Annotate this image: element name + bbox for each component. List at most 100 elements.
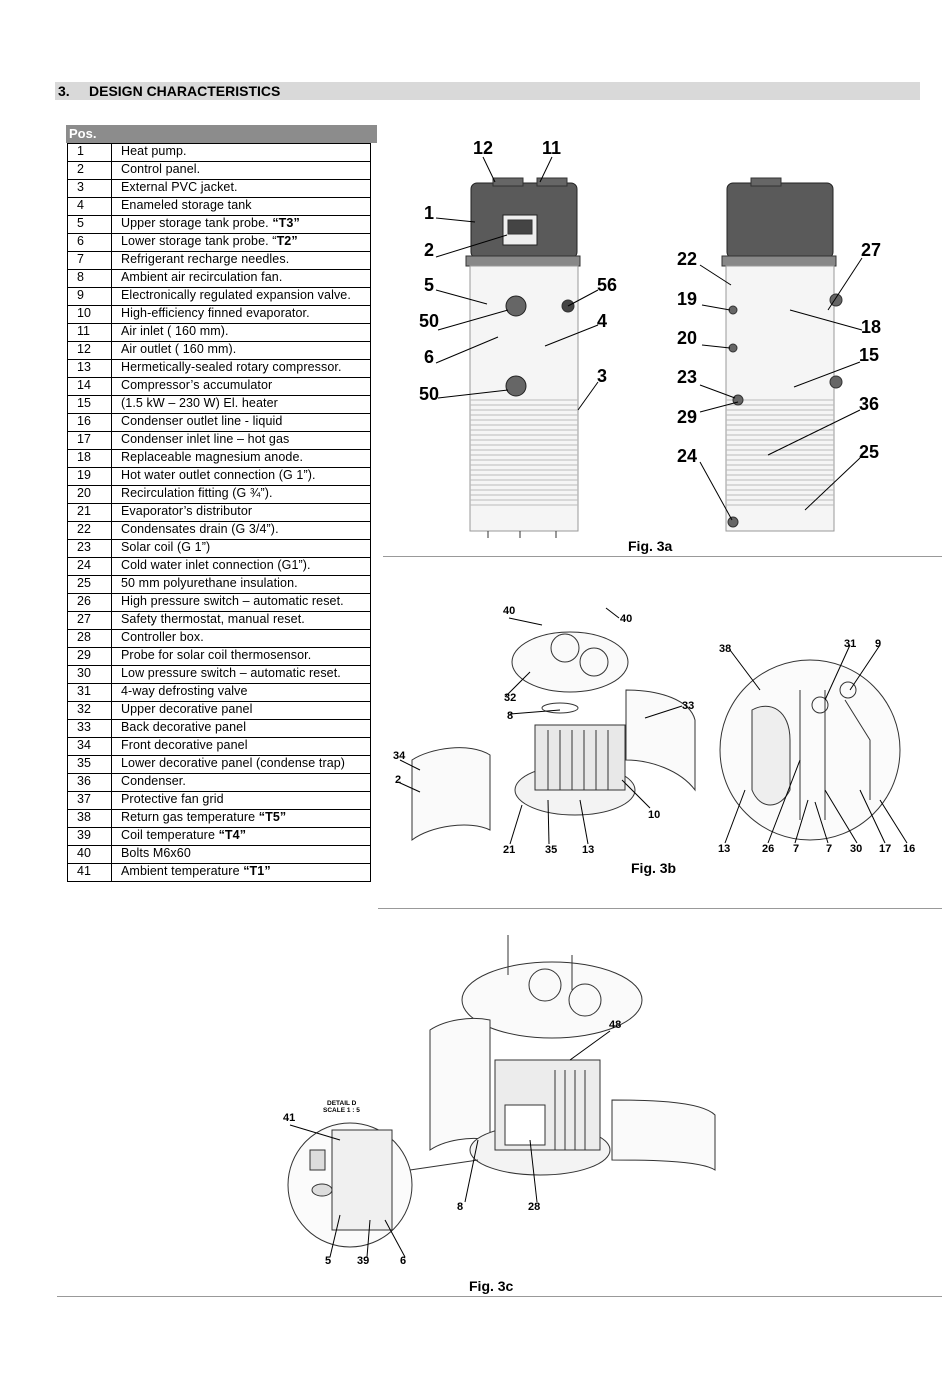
pos-number: 16 xyxy=(67,413,112,432)
fig3b-label: 34 xyxy=(393,750,406,762)
exploded-view xyxy=(411,631,901,842)
pos-description-text: Lower decorative panel (condense trap) xyxy=(121,756,346,770)
pos-description-bold: T2” xyxy=(276,234,298,248)
pos-description-text: Ambient temperature xyxy=(121,864,244,878)
pos-description-text: Upper storage tank probe. xyxy=(121,216,273,230)
fig3a-caption: Fig. 3a xyxy=(628,538,673,554)
heater-front-view xyxy=(465,177,581,538)
fig3a-label: 24 xyxy=(677,446,697,466)
fig3a-label: 50 xyxy=(419,384,439,404)
pos-description-text: Cold water inlet connection (G1”). xyxy=(121,558,311,572)
pos-description-text: Condenser. xyxy=(121,774,186,788)
pos-description-text: Low pressure switch – automatic reset. xyxy=(121,666,341,680)
pos-description: High-efficiency finned evaporator. xyxy=(111,305,371,324)
fig3b-label: 26 xyxy=(762,843,774,855)
pos-description-text: Compressor’s accumulator xyxy=(121,378,273,392)
section-title: DESIGN CHARACTERISTICS xyxy=(89,83,281,99)
pos-description-text: Bolts M6x60 xyxy=(121,846,191,860)
fig3b-label: 33 xyxy=(682,700,694,712)
section-number: 3. xyxy=(58,83,70,99)
pos-description-text: Solar coil (G 1”) xyxy=(121,540,211,554)
fig3a-label: 18 xyxy=(861,317,881,337)
pos-description: Protective fan grid xyxy=(111,791,371,810)
exploded-view-3c xyxy=(287,935,716,1248)
fig3a-label: 25 xyxy=(859,442,879,462)
pos-description-text: Air outlet ( 160 mm). xyxy=(121,342,237,356)
fig3b-caption: Fig. 3b xyxy=(631,860,677,876)
fig3b-separator xyxy=(378,908,942,909)
fig3b-label: 8 xyxy=(507,710,513,722)
pos-description: Lower storage tank probe. “T2” xyxy=(111,233,371,252)
fig3c-label: 39 xyxy=(357,1255,369,1267)
fig3c-separator xyxy=(57,1296,942,1297)
fig3a-label: 20 xyxy=(677,328,697,348)
pos-description-text: Ambient air recirculation fan. xyxy=(121,270,283,284)
pos-description: 4-way defrosting valve xyxy=(111,683,371,702)
pos-number: 12 xyxy=(67,341,112,360)
fig3a-label: 3 xyxy=(597,366,607,386)
pos-description-bold: “T4” xyxy=(218,828,247,842)
detail-title: DETAIL D xyxy=(327,1100,357,1107)
pos-number: 32 xyxy=(67,701,112,720)
pos-description: Condenser outlet line - liquid xyxy=(111,413,371,432)
pos-description-text: Evaporator’s distributor xyxy=(121,504,253,518)
pos-description-text: Heat pump. xyxy=(121,144,187,158)
fig3b-label: 13 xyxy=(718,843,730,855)
pos-description: Low pressure switch – automatic reset. xyxy=(111,665,371,684)
pos-description-text: 4-way defrosting valve xyxy=(121,684,248,698)
fig3a-label: 11 xyxy=(542,138,561,158)
fig3b-label: 2 xyxy=(395,774,401,786)
fig3a-separator xyxy=(383,556,942,557)
fig3c-label: 8 xyxy=(457,1201,463,1213)
fig3c-label: 5 xyxy=(325,1255,331,1267)
fig3a-label: 56 xyxy=(597,275,617,295)
fig3a-label: 1 xyxy=(424,203,434,223)
pos-description-text: Back decorative panel xyxy=(121,720,247,734)
pos-number: 38 xyxy=(67,809,112,828)
fig3b-label: 31 xyxy=(844,638,856,650)
pos-description-text: High pressure switch – automatic reset. xyxy=(121,594,344,608)
fig3a-label: 36 xyxy=(859,394,879,414)
fig3b-label: 40 xyxy=(620,613,632,625)
fig3a-label: 5 xyxy=(424,275,434,295)
pos-description-text: Condensates drain (G 3/4”). xyxy=(121,522,279,536)
pos-description: Air inlet ( 160 mm). xyxy=(111,323,371,342)
pos-description-text: Upper decorative panel xyxy=(121,702,253,716)
pos-description-text: Condenser inlet line – hot gas xyxy=(121,432,290,446)
fig3b-label: 21 xyxy=(503,844,515,856)
fig3a-label: 6 xyxy=(424,347,434,367)
pos-description: Compressor’s accumulator xyxy=(111,377,371,396)
pos-description: Electronically regulated expansion valve… xyxy=(111,287,371,306)
pos-description-text: Return gas temperature xyxy=(121,810,259,824)
fig3b-label: 9 xyxy=(875,638,881,650)
pos-description-text: Recirculation fitting (G ¾”). xyxy=(121,486,273,500)
table-row: 40 Bolts M6x60 xyxy=(67,845,371,864)
pos-number: 40 xyxy=(67,845,112,864)
fig3a-label: 15 xyxy=(859,345,879,365)
fig3b-label: 7 xyxy=(826,843,832,855)
pos-description-text: Controller box. xyxy=(121,630,204,644)
fig3b-label: 16 xyxy=(903,843,915,855)
